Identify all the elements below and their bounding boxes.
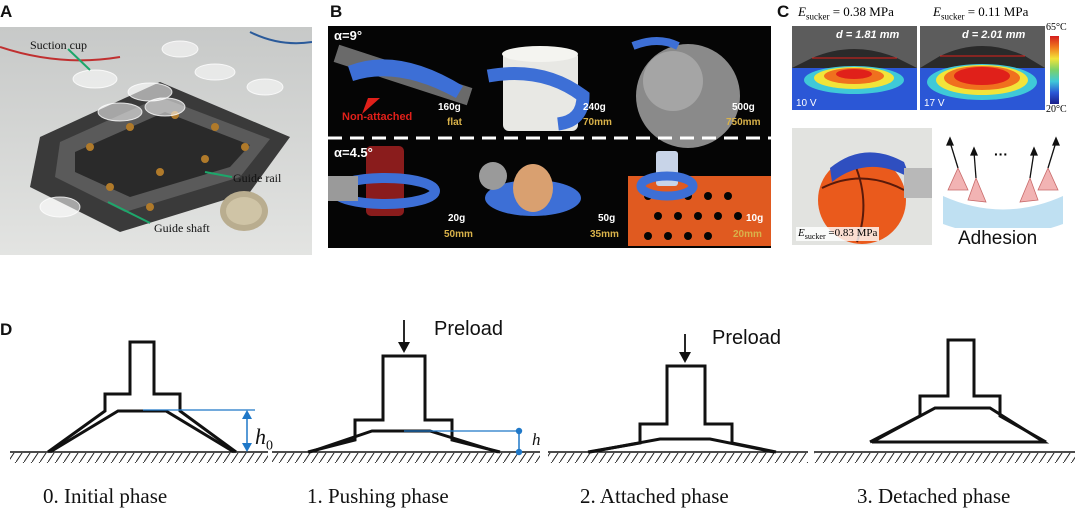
d-preload-label-1: Preload: [434, 318, 503, 340]
panel-c-letter: C: [777, 2, 790, 21]
d-h0-dimension: [143, 409, 255, 452]
c-e1-label: Esucker = 0.38 MPa: [798, 4, 894, 22]
d-preload-arrow-2: [679, 334, 691, 363]
c-adhesion-label: Adhesion: [958, 228, 1038, 249]
b-top-angle: α=9°: [334, 28, 363, 43]
d-h0-label: h0: [255, 424, 273, 454]
d-cup-attached: [587, 364, 777, 454]
d-cup-initial: [47, 340, 237, 454]
c-e3-label: Esucker =0.83 MPa: [796, 227, 880, 242]
label-suction-cup: Suction cup: [30, 38, 87, 52]
b-size-2: 70mm: [583, 117, 612, 128]
b-size-5: 35mm: [590, 229, 619, 240]
c-temperature-colorbar: [1050, 36, 1059, 104]
label-guide-shaft: Guide shaft: [154, 221, 210, 235]
d-preload-arrow-1: [398, 320, 410, 353]
c-d2: d = 2.01 mm: [962, 29, 1026, 41]
d-ground-lines: [10, 451, 1075, 463]
c-thermal-image-1: [792, 26, 917, 110]
c-thermal-image-2: [920, 26, 1045, 110]
panel-d-letter: D: [0, 320, 13, 339]
c-d1: d = 1.81 mm: [836, 29, 900, 41]
d-cup-detached: [869, 338, 1050, 444]
d-h-dimension: [404, 427, 523, 456]
b-size-4: 50mm: [444, 229, 473, 240]
b-size-1: flat: [447, 117, 462, 128]
b-non-attached: Non-attached: [342, 111, 413, 123]
b-size-3: 750mm: [726, 117, 761, 128]
c-temp-max: 65°C: [1046, 22, 1067, 33]
b-mass-2: 240g: [583, 102, 606, 113]
d-cup-pushing: [307, 354, 501, 454]
c-e2-label: Esucker = 0.11 MPa: [933, 4, 1029, 22]
b-mass-4: 20g: [448, 213, 466, 224]
d-caption-pushing: 1. Pushing phase: [307, 484, 449, 508]
d-caption-attached: 2. Attached phase: [580, 484, 729, 508]
c-v1: 10 V: [796, 98, 817, 109]
d-suction-phase-diagram: [10, 320, 1075, 463]
panel-a-robot-photo: [0, 27, 312, 255]
b-size-6: 20mm: [733, 229, 762, 240]
d-preload-label-2: Preload: [712, 327, 781, 349]
c-v2: 17 V: [924, 98, 945, 109]
b-bottom-angle: α=4.5°: [334, 145, 373, 160]
b-mass-1: 160g: [438, 102, 461, 113]
c-adhesion-dots: ···: [994, 146, 1008, 162]
b-mass-3: 500g: [732, 102, 755, 113]
b-mass-5: 50g: [598, 213, 616, 224]
label-guide-rail: Guide rail: [233, 171, 282, 185]
d-caption-detached: 3. Detached phase: [857, 484, 1011, 508]
panel-b-letter: B: [330, 2, 343, 21]
c-adhesion-schematic: ···: [938, 128, 1068, 235]
d-h-label: h: [532, 430, 541, 449]
panel-b-gripper-grid: α=9° α=4.5° Non-attached 160g flat 240g …: [328, 26, 771, 248]
d-caption-initial: 0. Initial phase: [43, 484, 168, 508]
b-mass-6: 10g: [746, 213, 764, 224]
panel-a-letter: A: [0, 2, 13, 21]
c-temp-min: 20°C: [1046, 104, 1067, 115]
